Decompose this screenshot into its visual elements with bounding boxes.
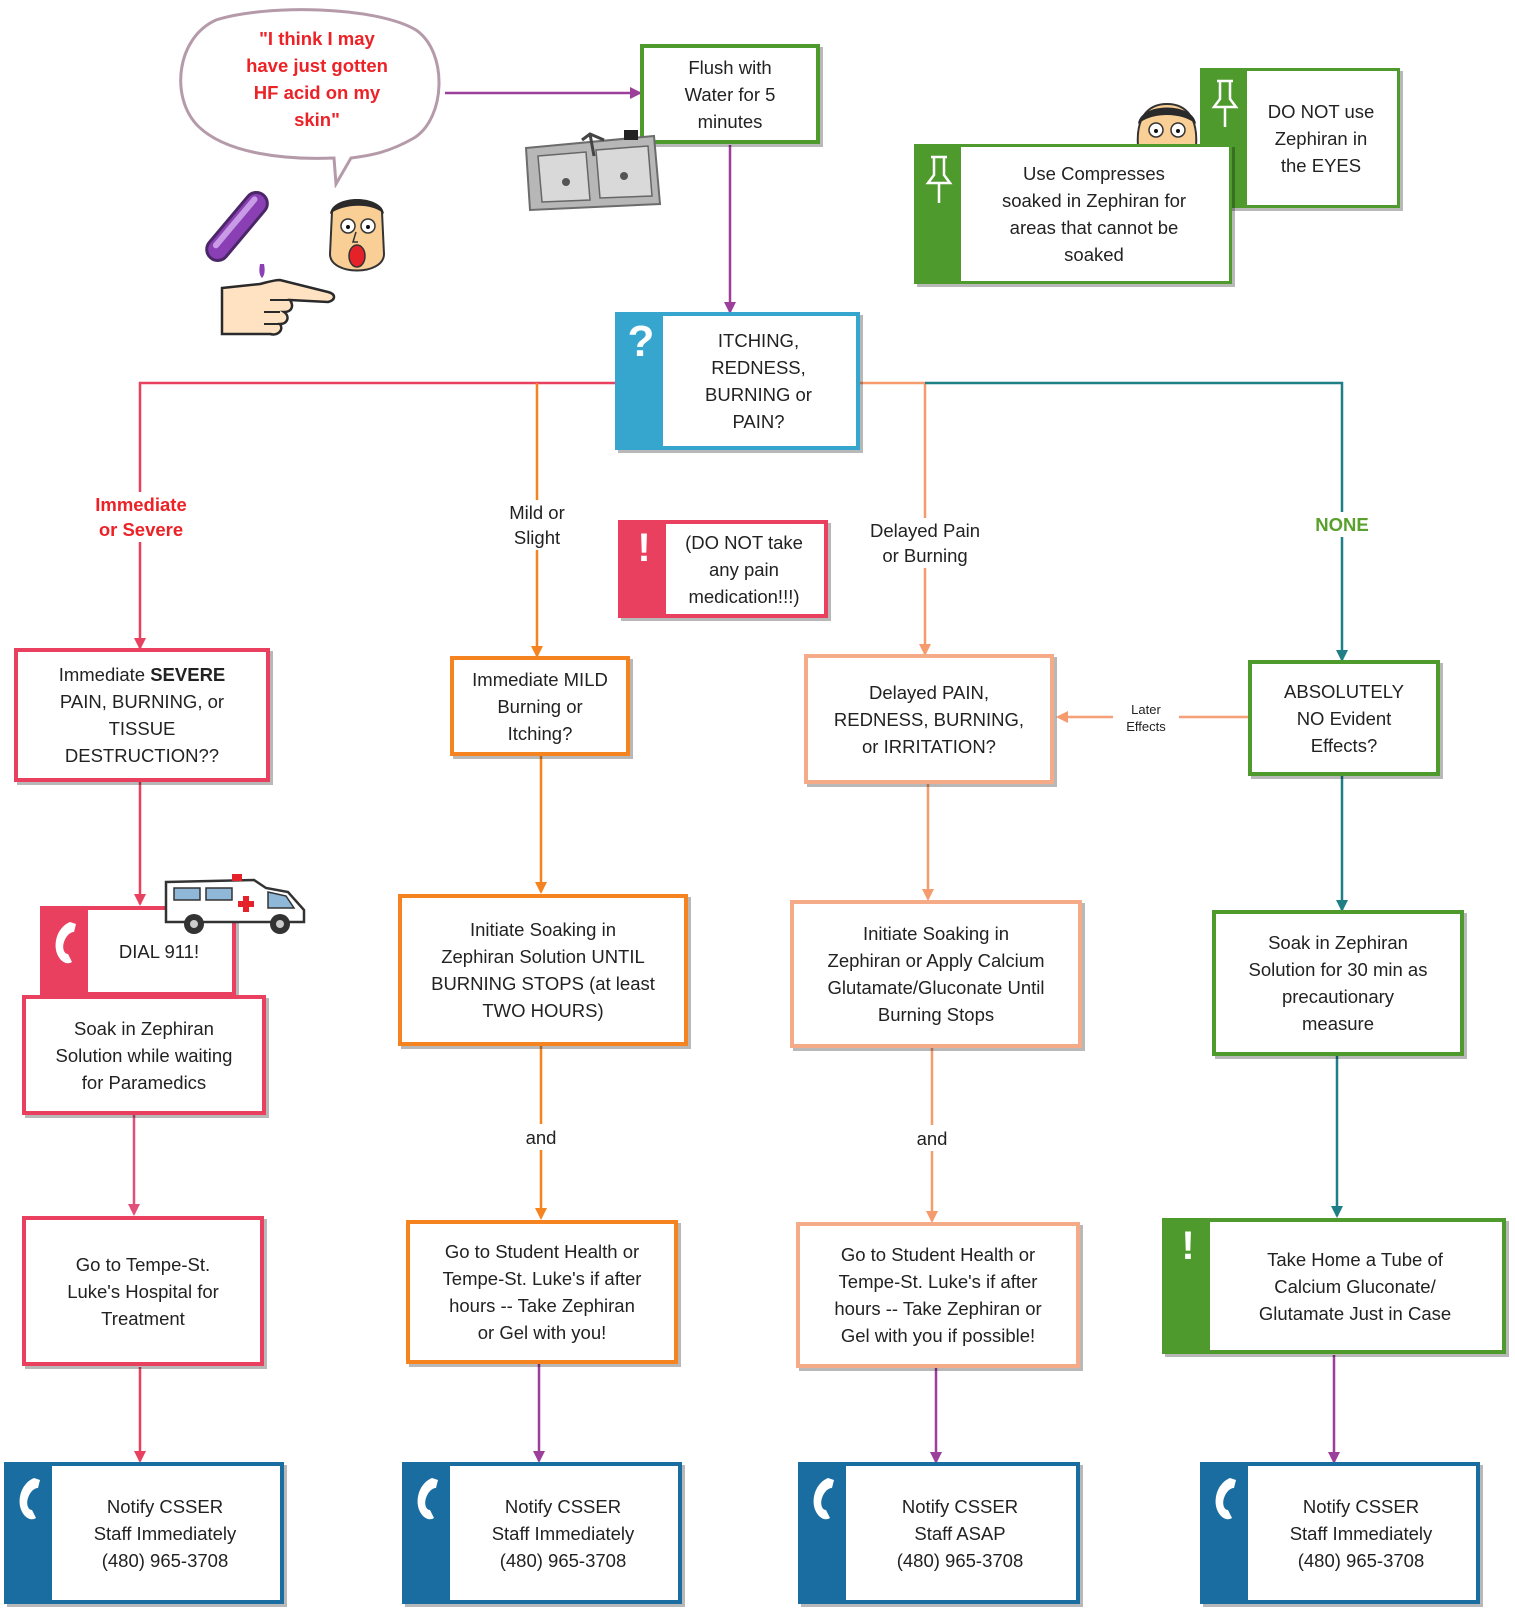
question-mark-icon: ? <box>627 317 655 366</box>
delayed-question-box: Delayed PAIN, REDNESS, BURNING, or IRRIT… <box>804 654 1054 784</box>
mild-question-text: Immediate MILD Burning or Itching? <box>472 668 608 744</box>
severe-pain-question-text: Immediate SEVERE PAIN, BURNING, or TISSU… <box>58 664 226 766</box>
phone-icon <box>19 1478 40 1520</box>
delayed-soak-text: Initiate Soaking in Zephiran or Apply Ca… <box>827 923 1045 1025</box>
delayed-question-text: Delayed PAIN, REDNESS, BURNING, or IRRIT… <box>833 681 1025 757</box>
mild-student-health-box: Go to Student Health or Tempe-St. Luke's… <box>406 1220 678 1364</box>
no-zephiran-in-eyes-text: DO NOT use Zephiran in the EYES <box>1267 100 1375 176</box>
phone-icon <box>1215 1478 1236 1520</box>
none-notify-box: Notify CSSER Staff Immediately (480) 965… <box>1200 1462 1480 1604</box>
flush-with-water-box: Flush with Water for 5 minutes <box>640 44 820 144</box>
severe-pain-question-box: Immediate SEVERE PAIN, BURNING, or TISSU… <box>14 648 270 782</box>
phone-icon <box>55 922 76 964</box>
dial-tab <box>44 910 88 992</box>
delayed-student-health-text: Go to Student Health or Tempe-St. Luke's… <box>834 1244 1042 1346</box>
flush-with-water-text: Flush with Water for 5 minutes <box>684 56 776 132</box>
delayed-student-health-box: Go to Student Health or Tempe-St. Luke's… <box>796 1222 1080 1368</box>
mild-and-label: and <box>511 1125 571 1150</box>
mild-notify-tab <box>406 1466 450 1600</box>
none-notify-tab <box>1204 1466 1248 1600</box>
no-pain-medication-text: (DO NOT take any pain medication!!!) <box>685 531 803 607</box>
mild-notify-text: Notify CSSER Staff Immediately (480) 965… <box>491 1495 635 1571</box>
severe-soak-box: Soak in Zephiran Solution while waiting … <box>22 995 266 1115</box>
speech-bubble-icon <box>179 8 441 188</box>
speech-bubble-text: "I think I may have just gotten HF acid … <box>246 28 388 130</box>
delayed-notify-text: Notify CSSER Staff ASAP (480) 965-3708 <box>896 1495 1024 1571</box>
question-tab: ? <box>619 316 663 446</box>
take-home-tab: ! <box>1166 1222 1210 1350</box>
phone-icon <box>813 1478 834 1520</box>
pushpin-icon <box>925 155 953 203</box>
use-compresses-box: Use Compresses soaked in Zephiran for ar… <box>914 144 1232 284</box>
pointing-hand-icon <box>220 278 336 336</box>
symptom-question-box: ? ITCHING, REDNESS, BURNING or PAIN? <box>615 312 860 450</box>
delayed-notify-tab <box>802 1466 846 1600</box>
dial-911-box: DIAL 911! <box>40 906 236 996</box>
precautionary-soak-box: Soak in Zephiran Solution for 30 min as … <box>1212 910 1464 1056</box>
mild-soak-text: Initiate Soaking in Zephiran Solution UN… <box>431 919 655 1021</box>
precautionary-soak-text: Soak in Zephiran Solution for 30 min as … <box>1248 932 1428 1034</box>
sink-icon <box>524 130 662 212</box>
branch-label-none: NONE <box>1302 512 1382 537</box>
no-pain-medication-box: ! (DO NOT take any pain medication!!!) <box>618 520 828 618</box>
severe-notify-tab <box>8 1466 52 1600</box>
no-effects-question-box: ABSOLUTELY NO Evident Effects? <box>1248 660 1440 776</box>
no-zephiran-in-eyes-box: DO NOT use Zephiran in the EYES <box>1200 68 1400 208</box>
mild-question-box: Immediate MILD Burning or Itching? <box>450 656 630 756</box>
mild-soak-box: Initiate Soaking in Zephiran Solution UN… <box>398 894 688 1046</box>
dial-911-text: DIAL 911! <box>118 940 200 962</box>
compresses-note-tab <box>917 147 961 281</box>
hospital-text: Go to Tempe-St. Luke's Hospital for Trea… <box>67 1253 219 1329</box>
no-effects-question-text: ABSOLUTELY NO Evident Effects? <box>1284 680 1404 756</box>
severe-notify-text: Notify CSSER Staff Immediately (480) 965… <box>93 1495 237 1571</box>
symptom-question-text: ITCHING, REDNESS, BURNING or PAIN? <box>705 330 812 432</box>
warning-tab: ! <box>622 524 666 614</box>
take-home-gel-box: ! Take Home a Tube of Calcium Gluconate/… <box>1162 1218 1506 1354</box>
exclamation-icon: ! <box>1181 1224 1195 1268</box>
mild-notify-box: Notify CSSER Staff Immediately (480) 965… <box>402 1462 682 1604</box>
use-compresses-text: Use Compresses soaked in Zephiran for ar… <box>1001 163 1187 265</box>
delayed-soak-box: Initiate Soaking in Zephiran or Apply Ca… <box>790 900 1082 1048</box>
branch-label-delayed: Delayed Pain or Burning <box>845 518 1005 568</box>
mild-student-health-text: Go to Student Health or Tempe-St. Luke's… <box>442 1241 642 1343</box>
worried-face-icon <box>328 199 386 272</box>
pushpin-icon <box>1211 79 1239 127</box>
severe-notify-box: Notify CSSER Staff Immediately (480) 965… <box>4 1462 284 1604</box>
branch-label-mild: Mild or Slight <box>477 500 597 550</box>
severe-soak-text: Soak in Zephiran Solution while waiting … <box>55 1017 233 1093</box>
delayed-notify-box: Notify CSSER Staff ASAP (480) 965-3708 <box>798 1462 1080 1604</box>
branch-line-severe <box>134 381 615 650</box>
hospital-box: Go to Tempe-St. Luke's Hospital for Trea… <box>22 1216 264 1366</box>
phone-icon <box>417 1478 438 1520</box>
exclamation-icon: ! <box>637 526 651 570</box>
branch-label-later-effects: Later Effects <box>1113 701 1179 735</box>
ambulance-icon <box>164 874 306 934</box>
none-notify-text: Notify CSSER Staff Immediately (480) 965… <box>1289 1495 1433 1571</box>
peeking-face-icon <box>1136 102 1198 146</box>
branch-label-severe: Immediate or Severe <box>66 492 216 542</box>
test-tube-icon <box>205 190 269 278</box>
delayed-and-label: and <box>902 1126 962 1151</box>
take-home-gel-text: Take Home a Tube of Calcium Gluconate/ G… <box>1258 1248 1452 1324</box>
branch-line-none <box>925 381 1348 662</box>
